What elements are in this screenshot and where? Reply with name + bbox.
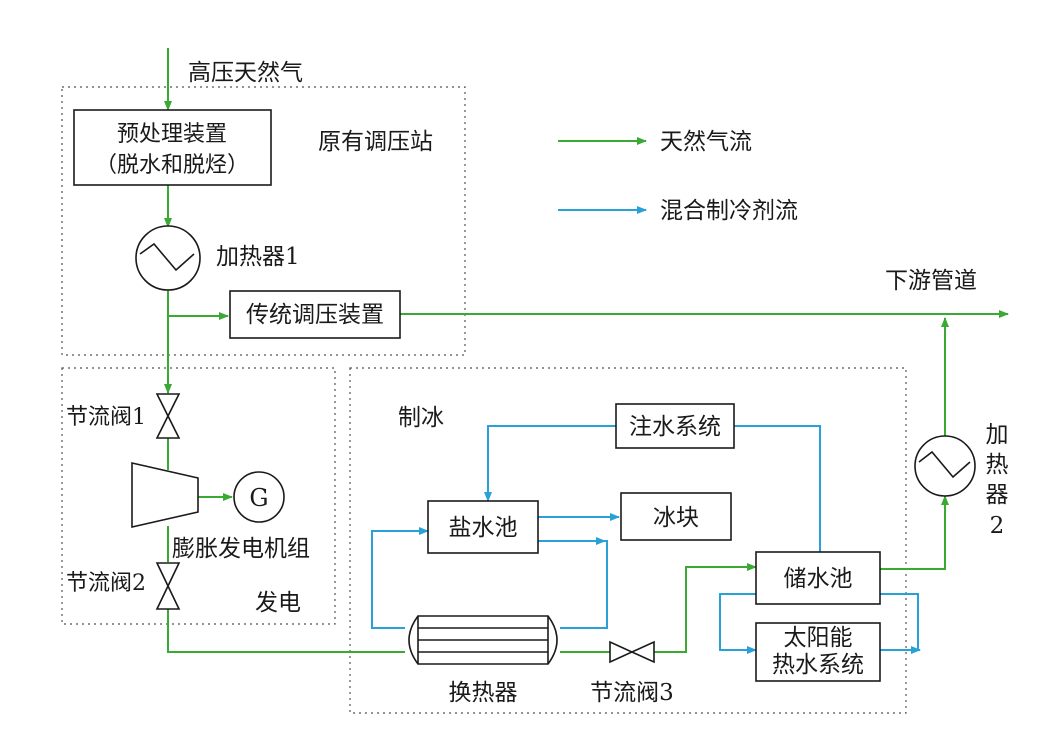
heater-2-label-char-3: 器	[986, 482, 1009, 508]
pretreatment-label-2: （脱水和脱烃）	[95, 153, 249, 178]
solar-label-1: 太阳能	[784, 625, 853, 651]
gas-valve3-to-storage	[654, 563, 757, 653]
downstream-label: 下游管道	[885, 268, 977, 294]
power-generation-label: 发电	[255, 590, 301, 616]
valve-3-label: 节流阀3	[590, 680, 674, 706]
solar-hot-water-box	[755, 622, 881, 682]
heater-1-label: 加热器1	[216, 244, 300, 270]
ice-block-label: 冰块	[653, 505, 699, 531]
throttle-valve-3-icon	[609, 640, 655, 664]
expander-turbine-icon	[131, 461, 199, 529]
heater-1-icon	[135, 225, 201, 291]
generator-label: G	[249, 484, 268, 512]
storage-pool-box	[755, 551, 881, 605]
refrigerant-exchanger-to-brine	[371, 527, 429, 629]
water-injection-box	[615, 403, 735, 449]
legend-gas-label: 天然气流	[660, 129, 752, 155]
solar-label-2: 热水系统	[772, 652, 864, 678]
legend-refrigerant-label: 混合制冷剂流	[660, 198, 798, 224]
refrigerant-brine-to-exchanger	[538, 540, 608, 629]
traditional-regulator-box	[229, 290, 401, 339]
pretreatment-box	[73, 109, 272, 186]
heater-2-icon	[914, 435, 976, 497]
refrigerant-storage-to-solar	[719, 593, 757, 654]
refrigerant-injection-to-brine	[484, 425, 616, 502]
traditional-regulator-label: 传统调压装置	[246, 302, 384, 328]
throttle-valve-1-icon	[155, 393, 181, 439]
gas-valve2-to-exchanger	[167, 609, 405, 653]
valve-2-label: 节流阀2	[66, 571, 146, 596]
brine-pool-label: 盐水池	[449, 515, 518, 541]
heater-2-label-char-2: 热	[986, 452, 1009, 478]
heat-exchanger-label: 换热器	[449, 680, 518, 706]
gas-storage-to-heater2	[880, 495, 949, 570]
heat-exchanger-icon	[408, 615, 558, 665]
storage-pool-label: 储水池	[784, 566, 853, 592]
refrigerant-solar-return	[880, 593, 919, 650]
heater-2-label-char-4: 2	[990, 513, 1005, 539]
expander-label: 膨胀发电机组	[172, 536, 310, 562]
heater-2-label-char-1: 加	[986, 422, 1009, 448]
generator-icon	[233, 471, 285, 523]
ice-making-region	[349, 367, 907, 714]
inlet-label: 高压天然气	[188, 60, 303, 86]
station-label: 原有调压站	[318, 129, 433, 155]
valve-1-label: 节流阀1	[66, 405, 146, 430]
pretreatment-label-1: 预处理装置	[117, 122, 227, 147]
refrigerant-storage-to-injection	[734, 425, 821, 552]
brine-pool-box	[427, 500, 539, 554]
throttle-valve-2-icon	[155, 562, 181, 610]
ice-making-label: 制冰	[398, 405, 444, 431]
existing-station-region	[61, 86, 466, 356]
water-injection-label: 注水系统	[629, 414, 721, 440]
ice-block-box	[620, 492, 732, 541]
power-generation-region	[61, 367, 336, 625]
